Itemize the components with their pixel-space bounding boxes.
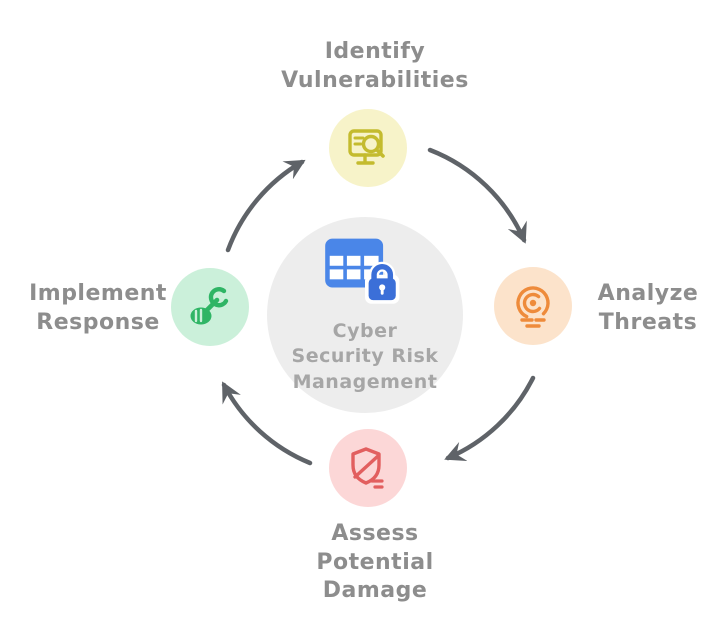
node-analyze-threats bbox=[494, 267, 572, 345]
locked-spreadsheet-icon bbox=[325, 238, 400, 304]
arrow-analyze-to-assess bbox=[444, 375, 536, 461]
center-hub: Cyber Security Risk Management bbox=[267, 217, 463, 413]
response-tools-icon bbox=[190, 287, 229, 325]
node-assess-potential-damage bbox=[329, 429, 407, 507]
node-implement-response bbox=[171, 268, 249, 346]
arrow-assess-to-implement bbox=[221, 381, 313, 466]
label-identify-vulnerabilities: Identify Vulnerabilities bbox=[281, 39, 469, 93]
center-label: Cyber Security Risk Management bbox=[291, 319, 439, 393]
arrow-implement-to-identify bbox=[225, 159, 306, 253]
node-identify-vulnerabilities bbox=[329, 109, 407, 187]
arrow-identify-to-analyze bbox=[427, 147, 527, 244]
label-analyze-threats: Analyze Threats bbox=[597, 281, 699, 335]
vulnerability-scan-icon bbox=[348, 129, 385, 165]
damaged-shield-icon bbox=[351, 447, 384, 489]
label-implement-response: Implement Response bbox=[29, 281, 167, 335]
threat-analysis-icon bbox=[516, 286, 550, 328]
label-assess-potential-damage: Assess Potential Damage bbox=[316, 521, 434, 604]
